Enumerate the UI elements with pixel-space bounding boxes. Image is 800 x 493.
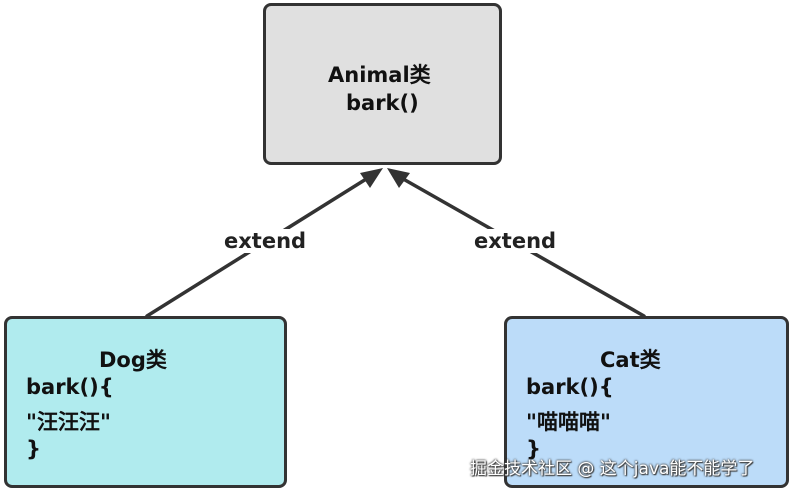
animal-class-method: bark() xyxy=(346,91,419,115)
cat-method-body: "喵喵喵" xyxy=(526,410,611,434)
dog-method-body: "汪汪汪" xyxy=(26,410,111,434)
animal-class-box: Animal类 bark() xyxy=(263,3,502,165)
dog-class-title: Dog类 xyxy=(99,348,167,372)
dog-extend-label: extend xyxy=(221,229,310,253)
dog-method-signature: bark(){ xyxy=(26,375,114,399)
cat-class-box: Cat类 bark(){ "喵喵喵" } xyxy=(504,316,789,488)
dog-class-box: Dog类 bark(){ "汪汪汪" } xyxy=(4,316,287,488)
cat-method-close: } xyxy=(526,437,541,461)
cat-extend-label: extend xyxy=(471,229,560,253)
dog-method-close: } xyxy=(26,437,41,461)
animal-class-title: Animal类 xyxy=(328,63,431,87)
cat-method-signature: bark(){ xyxy=(526,375,614,399)
watermark-text: 掘金技术社区 @ 这个java能不能学了 xyxy=(470,459,755,479)
cat-arrowhead-icon xyxy=(387,168,410,188)
dog-arrowhead-icon xyxy=(360,168,383,188)
cat-class-title: Cat类 xyxy=(600,348,661,372)
